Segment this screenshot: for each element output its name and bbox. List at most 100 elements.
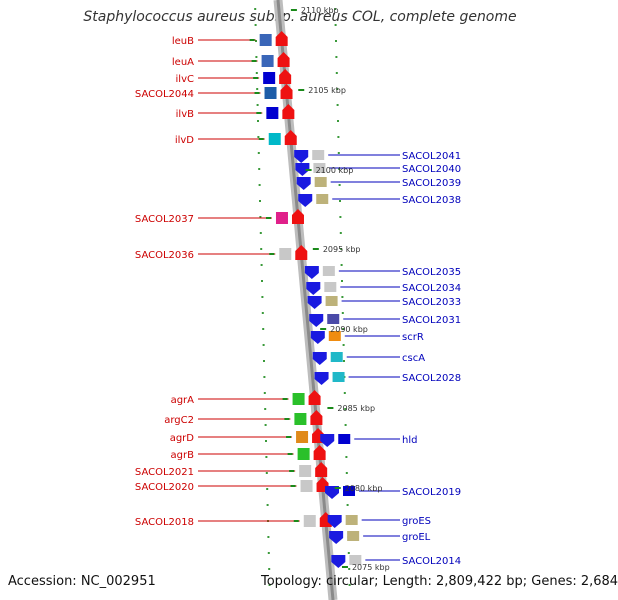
track-dot	[265, 472, 268, 474]
gene-feature	[347, 531, 360, 541]
forward-gene-arrow	[315, 462, 328, 477]
reverse-gene-label[interactable]: SACOL2031	[402, 315, 461, 326]
forward-gene-label[interactable]: ilvD	[175, 135, 194, 146]
gene-feature	[324, 282, 337, 292]
reverse-gene-label[interactable]: hld	[402, 435, 417, 446]
gene-tick	[290, 485, 296, 487]
track-dot	[254, 24, 257, 26]
track-dot	[264, 424, 267, 426]
reverse-gene-label[interactable]: SACOL2039	[402, 178, 461, 189]
gene-feature	[264, 87, 277, 99]
track-dot	[339, 200, 341, 202]
track-dot	[256, 88, 259, 90]
forward-gene-label[interactable]: SACOL2037	[135, 214, 194, 225]
track-dot	[259, 200, 261, 202]
genome-map[interactable]: leuBleuAilvCSACOL2044ilvBilvDSACOL2037SA…	[0, 0, 600, 600]
reverse-gene-label[interactable]: SACOL2028	[402, 373, 461, 384]
gene-tick	[251, 60, 257, 62]
forward-gene-label[interactable]: SACOL2036	[135, 250, 194, 261]
reverse-gene-arrow	[312, 352, 327, 365]
reverse-gene-label[interactable]: groES	[402, 516, 431, 527]
reverse-gene-label[interactable]: SACOL2034	[402, 283, 461, 294]
reverse-gene-arrow	[329, 531, 344, 544]
gene-tick	[254, 92, 260, 94]
track-dot	[266, 504, 269, 506]
forward-gene-label[interactable]: agrB	[171, 450, 195, 461]
reverse-gene-label[interactable]: groEL	[402, 532, 431, 543]
gene-feature	[330, 352, 343, 362]
gene-tick	[265, 217, 271, 219]
gene-tick	[258, 138, 264, 140]
scale-tick	[305, 169, 312, 171]
track-dot	[345, 472, 348, 474]
forward-gene-label[interactable]: ilvC	[176, 74, 194, 85]
track-dot	[255, 40, 257, 42]
track-dot	[267, 552, 270, 554]
gene-feature	[268, 133, 281, 145]
reverse-gene-label[interactable]: cscA	[402, 353, 425, 364]
reverse-gene-arrow	[295, 163, 310, 176]
reverse-gene-arrow	[307, 296, 322, 309]
gene-tick	[253, 77, 259, 79]
forward-gene-label[interactable]: leuB	[172, 36, 194, 47]
reverse-gene-label[interactable]: SACOL2038	[402, 195, 461, 206]
track-dot	[260, 264, 263, 266]
map-title: Staphylococcus aureus subsp. aureus COL,…	[83, 9, 517, 25]
reverse-gene-label[interactable]: SACOL2035	[402, 267, 461, 278]
reverse-gene-label[interactable]: SACOL2014	[402, 556, 461, 567]
forward-gene-label[interactable]: SACOL2021	[135, 467, 194, 478]
reverse-gene-label[interactable]: SACOL2019	[402, 487, 461, 498]
track-dot	[343, 392, 346, 394]
track-dot	[265, 440, 267, 442]
track-dot	[257, 136, 260, 138]
track-dot	[346, 504, 349, 506]
reverse-gene-arrow	[320, 434, 335, 447]
scale-label: 2100 kbp	[316, 166, 354, 175]
track-dot	[263, 360, 265, 362]
forward-gene-arrow	[284, 130, 297, 145]
gene-feature	[345, 515, 358, 525]
scale-tick	[298, 89, 305, 91]
track-dot	[341, 280, 343, 282]
scale-label: 2080 kbp	[345, 484, 383, 493]
reverse-gene-arrow	[306, 282, 321, 295]
forward-gene-label[interactable]: SACOL2018	[135, 517, 194, 528]
gene-feature	[325, 296, 338, 306]
track-dot	[263, 376, 266, 378]
forward-gene-label[interactable]: SACOL2044	[135, 89, 194, 100]
forward-gene-label[interactable]: argC2	[164, 415, 194, 426]
forward-gene-label[interactable]: agrA	[171, 395, 195, 406]
forward-gene-label[interactable]: ilvB	[176, 109, 194, 120]
forward-gene-arrow	[308, 390, 321, 405]
scale-tick	[327, 407, 334, 409]
reverse-gene-label[interactable]: SACOL2040	[402, 164, 461, 175]
forward-gene-label[interactable]: agrD	[170, 433, 195, 444]
reverse-gene-label[interactable]: scrR	[402, 332, 424, 343]
track-dot	[262, 328, 265, 330]
genome-backbone-core	[276, 0, 335, 600]
gene-tick	[293, 520, 299, 522]
track-dot	[258, 168, 261, 170]
gene-tick	[287, 453, 293, 455]
scale-tick	[334, 487, 341, 489]
gene-feature	[279, 248, 292, 260]
scale-label: 2095 kbp	[323, 245, 361, 254]
track-dot	[343, 360, 345, 362]
forward-gene-label[interactable]: SACOL2020	[135, 482, 194, 493]
gene-feature	[327, 314, 340, 324]
track-dot	[340, 248, 343, 250]
track-dot	[340, 264, 343, 266]
reverse-gene-arrow	[309, 314, 324, 327]
track-dot	[345, 456, 348, 458]
reverse-gene-label[interactable]: SACOL2033	[402, 297, 461, 308]
forward-gene-label[interactable]: leuA	[172, 57, 194, 68]
track-dot	[263, 392, 266, 394]
track-dot	[337, 120, 339, 122]
reverse-gene-arrow	[331, 555, 346, 568]
reverse-gene-label[interactable]: SACOL2041	[402, 151, 461, 162]
gene-feature	[343, 486, 356, 496]
track-dot	[339, 216, 342, 218]
reverse-gene-arrow	[310, 331, 325, 344]
forward-gene-arrow	[282, 104, 295, 119]
track-dot	[341, 312, 344, 314]
